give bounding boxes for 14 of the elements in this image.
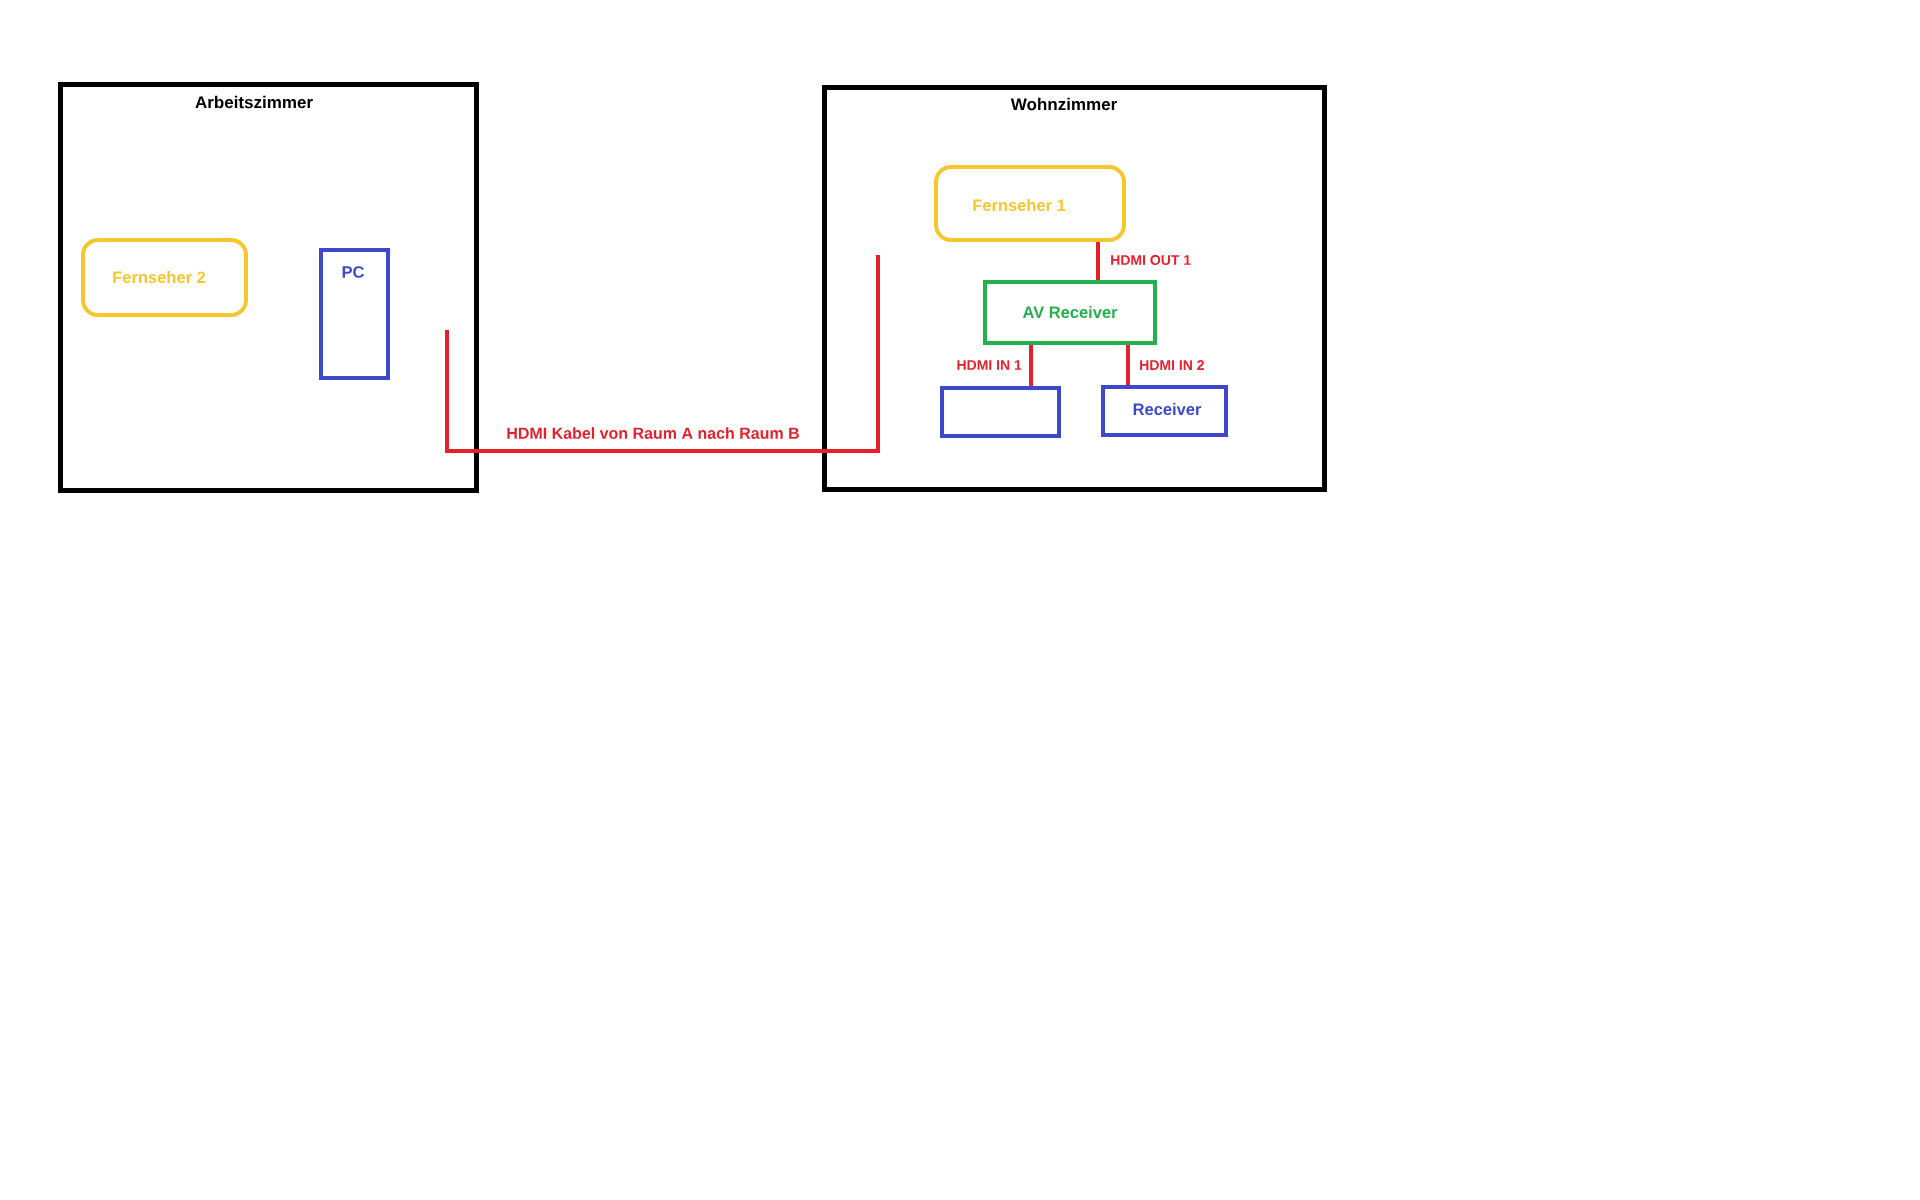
- edge-label: HDMI Kabel von Raum A nach Raum B: [505, 426, 801, 440]
- edge-label: HDMI IN 2: [1138, 359, 1206, 371]
- cable-line: [1126, 345, 1130, 385]
- device-box: PC: [319, 248, 390, 380]
- device-box: Receiver: [1101, 385, 1228, 437]
- cable-line: [1096, 242, 1100, 280]
- device-box: Fernseher 2: [81, 238, 248, 317]
- edge-label: HDMI OUT 1: [1109, 254, 1193, 266]
- device-box: [940, 386, 1061, 438]
- cable-line: [445, 255, 880, 453]
- device-box: AV Receiver: [983, 280, 1157, 345]
- device-box: Fernseher 1: [934, 165, 1126, 242]
- cable-line: [1029, 345, 1033, 386]
- edge-label: HDMI IN 1: [955, 359, 1023, 371]
